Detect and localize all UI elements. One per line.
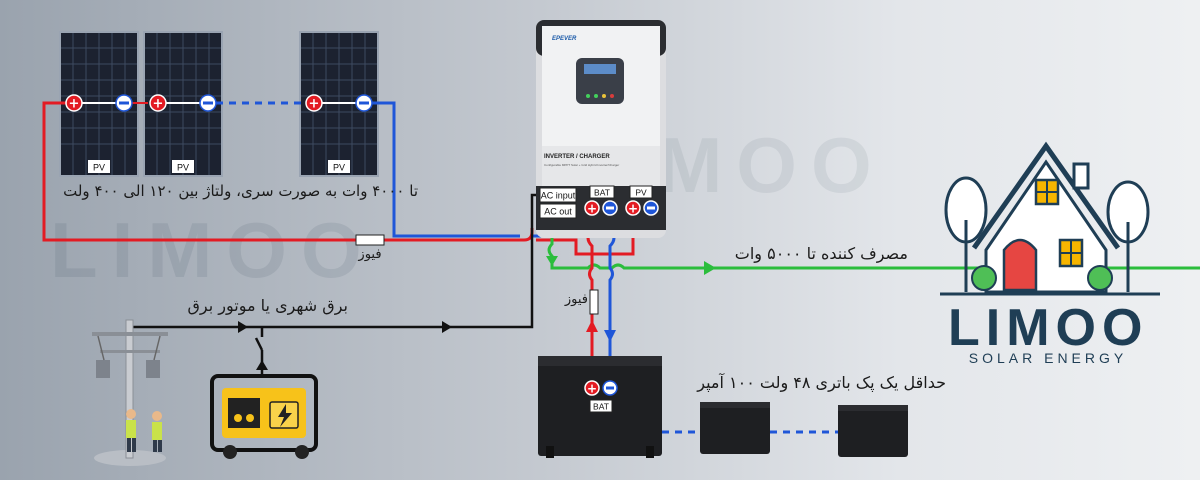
battery-label: حداقل یک پک باتری ۴۸ ولت ۱۰۰ آمپر	[697, 373, 946, 392]
svg-text:+: +	[587, 382, 597, 396]
battery-main: + BAT	[538, 356, 662, 458]
svg-text:+: +	[69, 97, 80, 112]
ac-input-port-box	[539, 187, 577, 203]
battery-extra-2	[838, 405, 908, 457]
pv-fuse-label: فیوز	[358, 247, 382, 262]
bat-port-box	[589, 185, 615, 199]
svg-text:+: +	[628, 202, 638, 216]
logo-tagline: SOLAR ENERGY	[968, 350, 1128, 366]
panel-pv-tags: PV PV PV	[88, 160, 350, 173]
grid-label: برق شهری یا موتور برق	[187, 296, 348, 315]
inverter-subtitle: Configurable MPPT Solar + Grid Hybrid In…	[544, 163, 619, 167]
panel-2-pv-label: PV	[177, 163, 189, 173]
svg-text:+: +	[309, 97, 320, 112]
pv-positive-to-inverter	[536, 210, 635, 256]
ac-out-port-box	[539, 203, 577, 219]
pv-port-box	[629, 185, 653, 199]
panel-3-pv-label: PV	[333, 163, 345, 173]
pv-positive-wire	[42, 101, 524, 242]
pv-fuse	[355, 234, 385, 246]
svg-text:+: +	[587, 202, 597, 216]
load-label: مصرف کننده تا ۵۰۰۰ وات	[734, 244, 908, 263]
battery-negative-wire	[608, 216, 616, 380]
ac-out-arrow	[704, 261, 716, 275]
ac-input-port-label: AC input	[541, 191, 576, 201]
battery-fuse	[589, 289, 599, 315]
pv-port-label: PV	[635, 188, 647, 198]
utility-pole	[92, 319, 168, 466]
terminal-marks: + + + + +	[65, 94, 659, 216]
changeover-switch	[254, 337, 264, 351]
watermark-logo: LIMOO	[50, 206, 376, 294]
ac-input-arrow-1	[238, 321, 248, 333]
battery-terminal-label: BAT	[593, 402, 609, 412]
battery-extra-1	[700, 402, 770, 454]
logo-name: LIMOO	[948, 299, 1149, 357]
inverter-title: INVERTER / CHARGER	[544, 154, 610, 160]
ac-out-port-label: AC out	[544, 207, 572, 217]
bat-port-label: BAT	[594, 188, 610, 198]
battery-fuse-label: فیوز	[564, 292, 588, 307]
panel-1-pv-label: PV	[93, 163, 105, 173]
ac-input-arrow-2	[442, 321, 452, 333]
pv-negative-wire	[372, 101, 520, 238]
svg-text:+: +	[153, 97, 164, 112]
house-icon	[940, 141, 1160, 296]
generator	[210, 374, 318, 459]
inverter-brand: EPEVER	[552, 36, 577, 42]
generator-arrow	[256, 360, 268, 370]
panels-spec-label: تا ۴۰۰۰ وات به صورت سری، ولتاژ بین ۱۲۰ ا…	[63, 182, 418, 200]
